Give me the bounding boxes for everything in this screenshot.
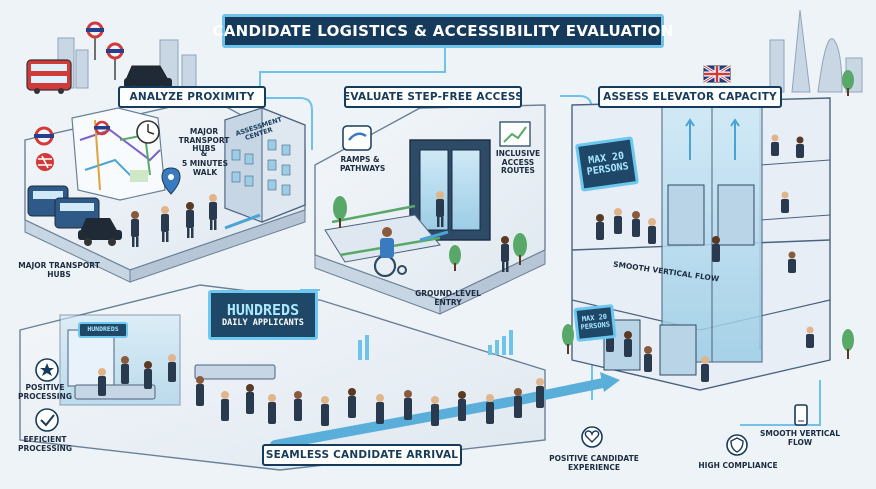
wheelchair-user (373, 227, 407, 278)
platform-buses (27, 185, 122, 246)
hundreds-headline: HUNDREDS (226, 301, 300, 320)
arrival-arrow-head (600, 372, 620, 392)
elevator-capacity-screen-top: MAX 20 PERSONS (574, 136, 640, 192)
callout-ampersand: & (200, 149, 208, 158)
phone-icon (794, 404, 808, 426)
double-decker-bus (26, 59, 72, 94)
desk-sign-text: HUNDREDS (87, 325, 119, 334)
skyline-right (769, 9, 863, 93)
efficient-processing-label: EFFICIENT PROCESSING (18, 435, 72, 453)
walking-candidates (131, 194, 217, 247)
clock-icon (136, 120, 160, 144)
smooth-flow-bottom-label: SMOOTH VERTICAL FLOW (760, 429, 840, 447)
ground-level-entry-label: GROUND-LEVEL ENTRY (415, 289, 481, 307)
positive-processing-label: POSITIVE PROCESSING (18, 383, 72, 401)
max-persons-text-top: MAX 20 PERSONS (586, 150, 630, 178)
growth-bars (358, 330, 513, 360)
max-persons-text-bottom: MAX 20 PERSONS (580, 313, 611, 332)
positive-experience-label: POSITIVE CANDIDATE EXPERIENCE (549, 454, 639, 472)
national-rail-icon (34, 120, 110, 171)
daily-applicants-text: DAILY APPLICANTS (222, 317, 304, 328)
desk-sign: HUNDREDS (78, 322, 128, 338)
ramp-sign-icon (342, 125, 372, 151)
heart-icon (581, 426, 603, 448)
union-jack-icon (703, 64, 731, 84)
elevator-capacity-banner: ASSESS ELEVATOR CAPACITY (598, 86, 782, 108)
seamless-arrival-banner: SEAMLESS CANDIDATE ARRIVAL (262, 444, 462, 466)
callout-walk-time: 5 MINUTES WALK (181, 159, 229, 177)
assessment-center-building (224, 107, 306, 223)
step-free-walkers (436, 191, 509, 272)
trees (333, 196, 527, 271)
map-pin-icon (161, 167, 181, 195)
inclusive-routes-label: INCLUSIVE ACCESS ROUTES (495, 149, 541, 176)
entry-arrow (419, 230, 449, 242)
trees-right (562, 70, 854, 359)
callout-transport-hubs: MAJOR TRANSPORT HUBS (178, 127, 230, 154)
shield-icon (726, 434, 748, 456)
hundreds-applicants-screen: HUNDREDS DAILY APPLICANTS (208, 290, 318, 340)
candidate-queue (98, 354, 544, 426)
star-icon (35, 358, 59, 382)
walk-arrow (224, 213, 261, 230)
high-compliance-label: HIGH COMPLIANCE (698, 461, 778, 470)
elevator-capacity-screen-bottom: MAX 20 PERSONS (573, 304, 617, 342)
growth-chart-icon (499, 121, 531, 147)
page-title: CANDIDATE LOGISTICS & ACCESSIBILITY EVAL… (212, 14, 673, 48)
elevator-shafts (603, 101, 763, 376)
office-occupants (771, 134, 814, 348)
efficient-processing-icon (35, 408, 59, 432)
bottom-transport-hubs-label: MAJOR TRANSPORT HUBS (18, 261, 100, 279)
glass-entrance (409, 139, 491, 241)
analyze-proximity-banner: ANALYZE PROXIMITY (118, 86, 266, 108)
ramps-pathways-label: RAMPS & PATHWAYS (340, 155, 386, 173)
underground-roundel-icon (86, 21, 124, 80)
step-free-access-banner: EVALUATE STEP-FREE ACCESS (343, 86, 523, 108)
